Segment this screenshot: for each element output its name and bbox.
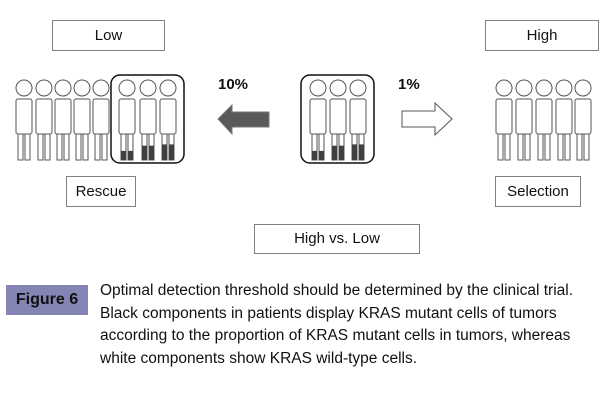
mutant-component: [352, 144, 357, 160]
patient-leg: [82, 133, 89, 161]
left-arrow-icon: [217, 103, 270, 136]
figure-badge: Figure 6: [6, 285, 88, 315]
patient-head: [515, 79, 533, 97]
patient-leg: [537, 133, 544, 161]
patient-leg: [497, 133, 504, 161]
patient-leg: [24, 133, 31, 161]
mutant-component: [169, 144, 174, 160]
patient-figure: [92, 79, 110, 161]
patient-head: [15, 79, 33, 97]
low-mutant-frame: [110, 74, 185, 164]
patient-leg: [517, 133, 524, 161]
patient-figure: [574, 79, 592, 161]
high-group: [495, 79, 592, 161]
patient-body: [574, 98, 592, 135]
patient-body: [349, 98, 367, 135]
patient-head: [139, 79, 157, 97]
patient-body: [309, 98, 327, 135]
high-vs-low-label: High vs. Low: [254, 224, 420, 254]
patient-figure: [15, 79, 33, 161]
mutant-component: [359, 144, 364, 160]
selection-label: Selection: [495, 176, 581, 207]
patient-head: [349, 79, 367, 97]
patient-body: [54, 98, 72, 135]
mutant-component: [332, 145, 337, 160]
patient-leg: [56, 133, 63, 161]
mutant-component: [121, 150, 126, 160]
patient-head: [92, 79, 110, 97]
patient-body: [73, 98, 91, 135]
patient-leg: [557, 133, 564, 161]
patient-figure: [515, 79, 533, 161]
high-label: High: [485, 20, 599, 51]
figure-caption: Optimal detection threshold should be de…: [100, 282, 574, 367]
low-group: [15, 79, 177, 161]
mutant-component: [149, 145, 154, 160]
patient-head: [35, 79, 53, 97]
patient-leg: [63, 133, 70, 161]
patient-figure: [555, 79, 573, 161]
mutant-component: [128, 150, 133, 160]
patient-body: [535, 98, 553, 135]
patient-leg: [564, 133, 571, 161]
patient-leg: [94, 133, 101, 161]
patient-body: [515, 98, 533, 135]
patient-head: [118, 79, 136, 97]
patient-figure: [349, 79, 367, 161]
patient-leg: [17, 133, 24, 161]
patient-leg: [37, 133, 44, 161]
patient-body: [35, 98, 53, 135]
rescue-label: Rescue: [66, 176, 136, 207]
patient-figure: [73, 79, 91, 161]
patient-figure: [329, 79, 347, 161]
right-arrow-icon: [401, 101, 453, 137]
patient-head: [309, 79, 327, 97]
mutant-component: [162, 144, 167, 160]
patient-body: [139, 98, 157, 135]
patient-body: [329, 98, 347, 135]
center-frame: [300, 74, 375, 164]
patient-body: [92, 98, 110, 135]
patient-leg: [524, 133, 531, 161]
patient-figure: [35, 79, 53, 161]
patient-head: [535, 79, 553, 97]
left-arrow-percent: 10%: [218, 76, 249, 93]
mutant-component: [142, 145, 147, 160]
patient-figure: [535, 79, 553, 161]
patient-leg: [75, 133, 82, 161]
patient-leg: [544, 133, 551, 161]
center-group: [309, 79, 367, 161]
patient-body: [555, 98, 573, 135]
patient-figure: [159, 79, 177, 161]
patient-head: [574, 79, 592, 97]
mutant-component: [312, 150, 317, 160]
patient-figure: [118, 79, 136, 161]
patient-head: [555, 79, 573, 97]
mutant-component: [319, 150, 324, 160]
patient-body: [15, 98, 33, 135]
patient-figure: [495, 79, 513, 161]
patient-leg: [576, 133, 583, 161]
low-label: Low: [52, 20, 165, 51]
patient-head: [495, 79, 513, 97]
patient-figure: [139, 79, 157, 161]
patient-head: [73, 79, 91, 97]
mutant-component: [339, 145, 344, 160]
patient-figure: [54, 79, 72, 161]
patient-leg: [504, 133, 511, 161]
patient-leg: [583, 133, 590, 161]
patient-figure: [309, 79, 327, 161]
patient-diagram: [15, 74, 592, 164]
patient-body: [118, 98, 136, 135]
patient-head: [54, 79, 72, 97]
patient-leg: [101, 133, 108, 161]
patient-body: [159, 98, 177, 135]
patient-leg: [44, 133, 51, 161]
patient-head: [159, 79, 177, 97]
right-arrow-percent: 1%: [398, 76, 420, 93]
patient-head: [329, 79, 347, 97]
patient-body: [495, 98, 513, 135]
